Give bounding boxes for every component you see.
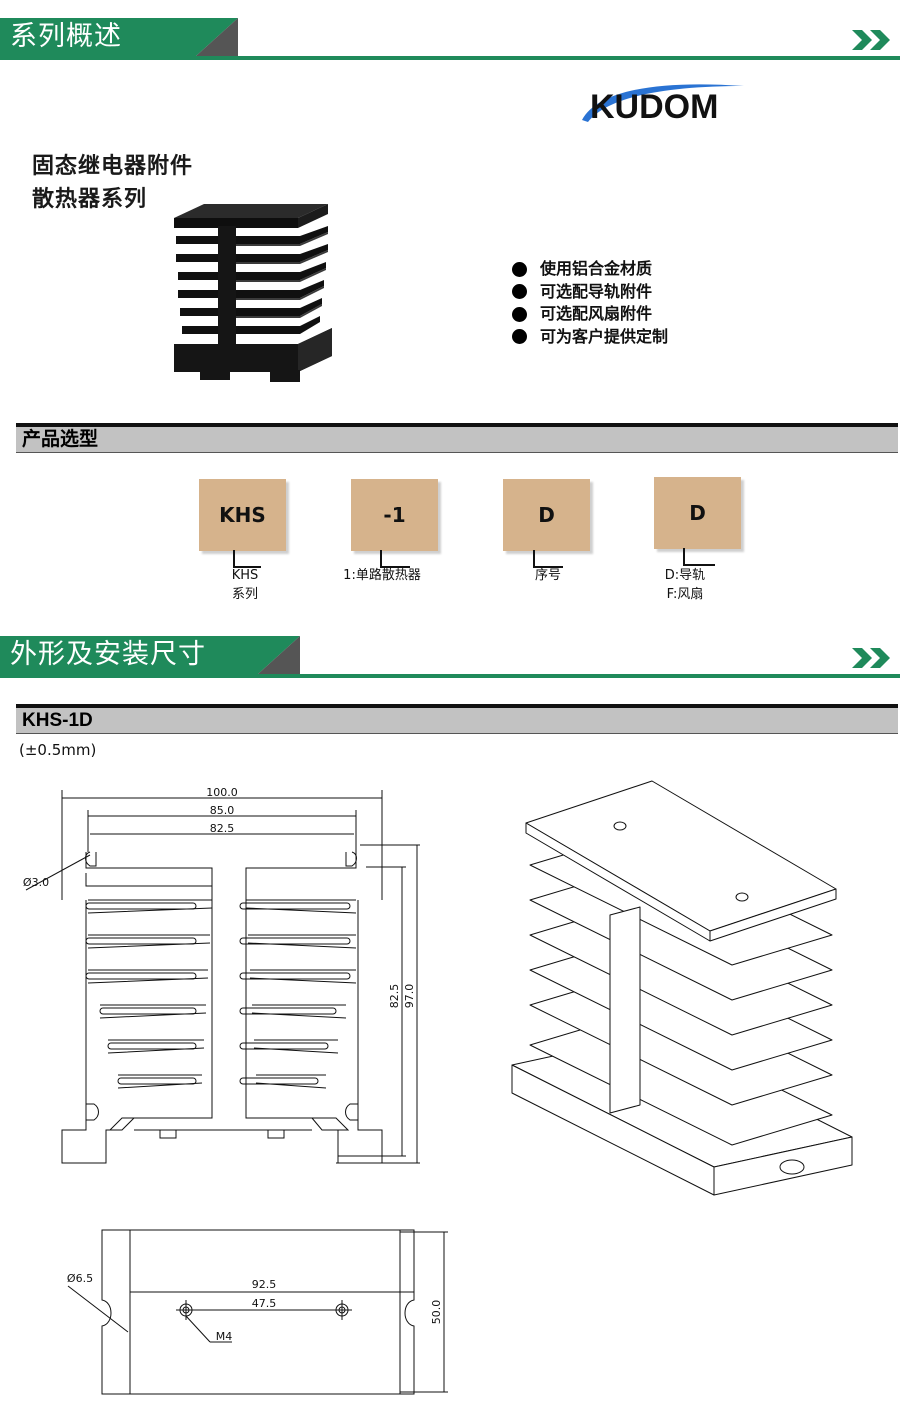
bullet-icon <box>512 261 527 277</box>
selection-caption: KHS 系列 <box>231 568 259 602</box>
feature-item: 使用铝合金材质 <box>512 258 668 281</box>
dim-hole-diameter: Ø3.0 <box>23 876 49 889</box>
double-chevron-icon <box>852 648 890 668</box>
logo-text: KUDOM <box>590 88 719 126</box>
dim-total-height: 97.0 <box>403 984 416 1009</box>
isometric-drawing <box>511 780 853 1196</box>
dim-hole-span: 92.5 <box>252 1278 277 1291</box>
section-title-overview: 系列概述 <box>0 18 196 56</box>
section-banner-dimensions: 外形及安装尺寸 <box>0 618 900 682</box>
front-view-drawing: 100.0 85.0 82.5 Ø3.0 82.5 97.0 <box>23 786 420 1164</box>
selection-box-series: KHS <box>199 479 286 551</box>
selection-leader <box>683 548 715 566</box>
selection-caption: 1:单路散热器 <box>343 568 421 583</box>
section-title-dimensions: 外形及安装尺寸 <box>0 636 258 674</box>
selection-title: 产品选型 <box>22 428 99 450</box>
feature-item: 可选配导轨附件 <box>512 281 668 304</box>
selection-leader <box>233 550 261 568</box>
subsection-bar-selection: 产品选型 <box>16 423 898 453</box>
bottom-view-drawing: 92.5 47.5 Ø6.5 M4 50.0 <box>67 1229 448 1395</box>
model-title: KHS-1D <box>22 710 93 731</box>
heatsink-product-image <box>174 204 332 382</box>
bullet-icon <box>512 284 527 300</box>
selection-box-type: -1 <box>351 479 438 551</box>
selection-box-serial: D <box>503 479 590 551</box>
dim-slot-diameter: Ø6.5 <box>67 1272 93 1285</box>
logo-swoosh-icon <box>582 84 744 122</box>
tolerance-note: (±0.5mm) <box>19 741 97 759</box>
brand-logo: KUDOM <box>578 80 748 132</box>
selection-leader <box>380 550 410 568</box>
banner-wedge <box>258 636 300 674</box>
banner-rule <box>0 56 900 60</box>
subsection-bar-model: KHS-1D <box>16 704 898 734</box>
dim-total-width: 100.0 <box>206 786 238 799</box>
selection-caption: D:导轨 F:风扇 <box>664 568 706 602</box>
banner-wedge <box>196 18 238 56</box>
dim-inner-width: 82.5 <box>210 822 235 835</box>
double-chevron-icon <box>852 30 890 50</box>
section-banner-overview: 系列概述 <box>0 0 900 64</box>
dim-mid-width: 85.0 <box>210 804 235 817</box>
banner-rule <box>0 674 900 678</box>
feature-list: 使用铝合金材质 可选配导轨附件 可选配风扇附件 可为客户提供定制 <box>512 258 668 348</box>
feature-item: 可选配风扇附件 <box>512 303 668 326</box>
feature-item: 可为客户提供定制 <box>512 326 668 349</box>
overview-heading-line2: 散热器系列 <box>32 187 148 212</box>
bullet-icon <box>512 306 527 322</box>
dim-m4-span: 47.5 <box>252 1297 277 1310</box>
selection-leader <box>533 550 563 568</box>
dim-thread: M4 <box>216 1330 233 1343</box>
selection-box-option: D <box>654 477 741 549</box>
dim-inner-height: 82.5 <box>388 984 401 1009</box>
selection-caption: 序号 <box>534 568 561 583</box>
dim-depth: 50.0 <box>430 1300 443 1325</box>
bullet-icon <box>512 329 527 345</box>
overview-heading-line1: 固态继电器附件 <box>32 154 194 179</box>
